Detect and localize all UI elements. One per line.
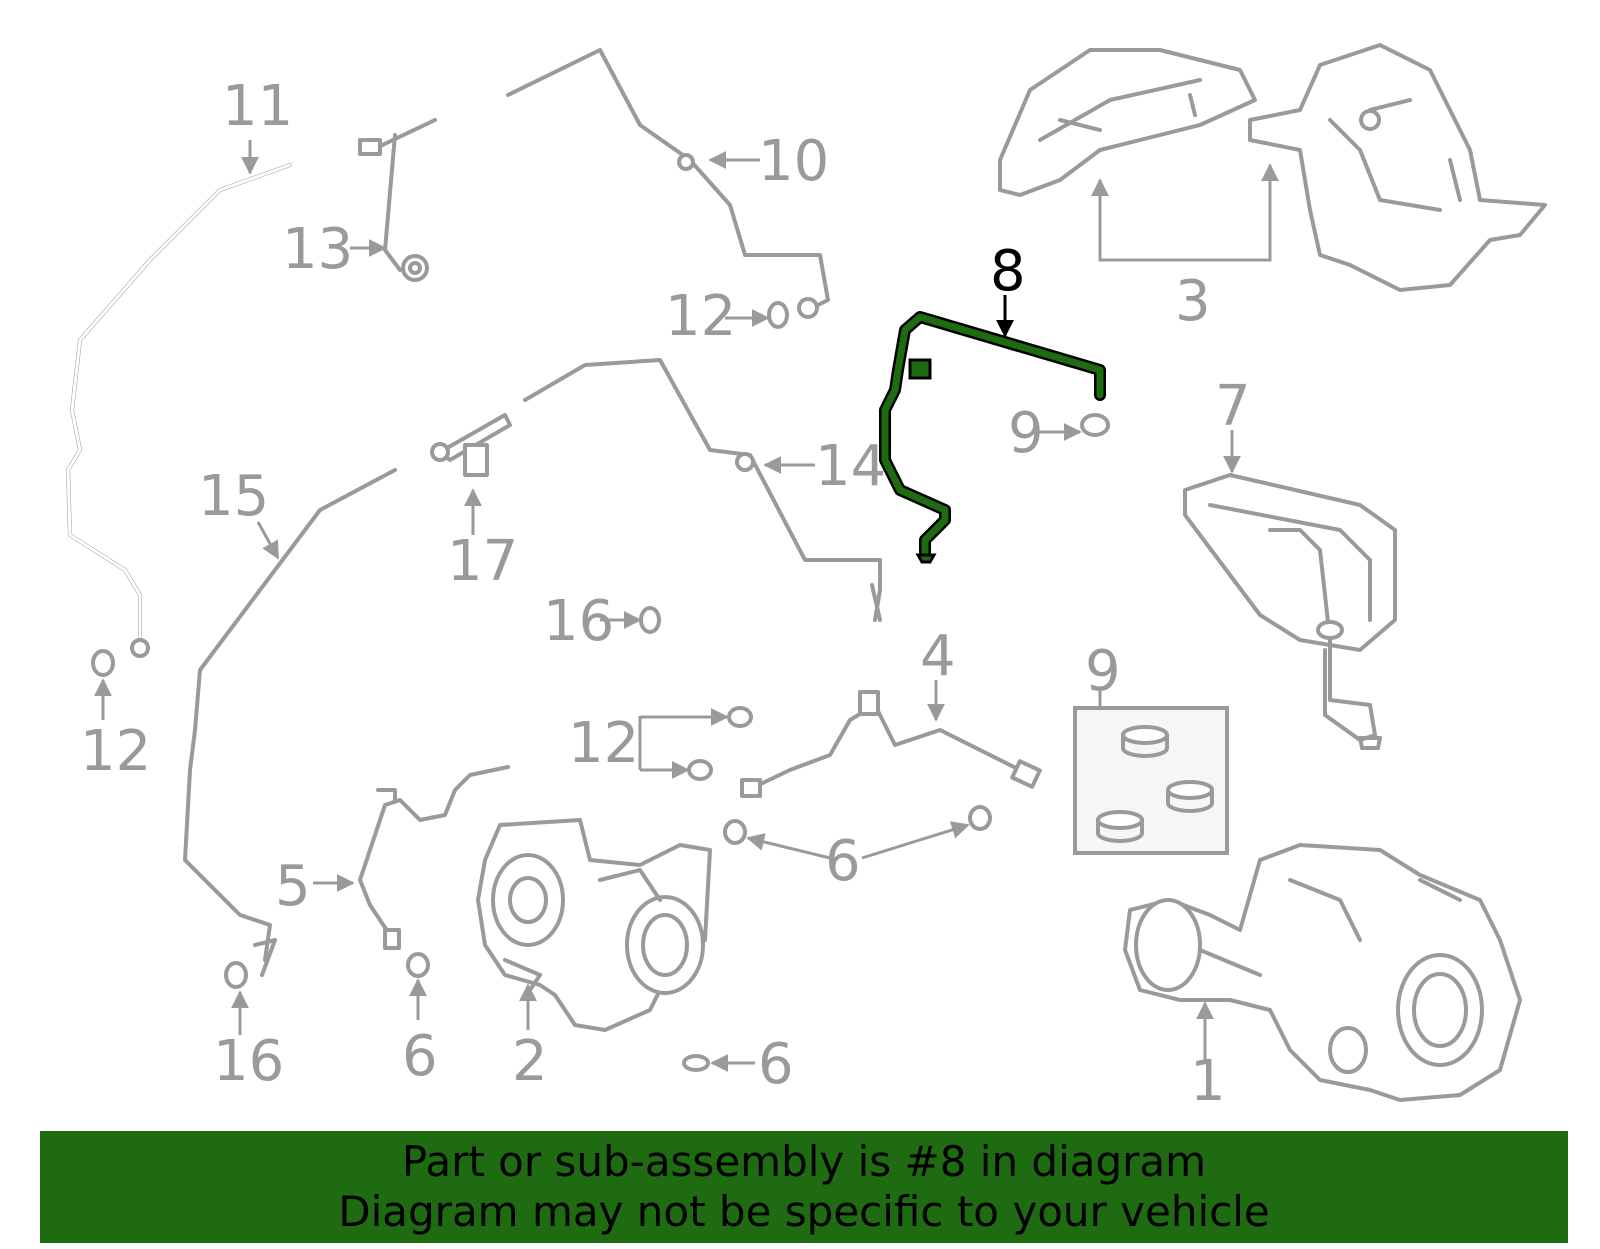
callout-16-center: 16: [543, 589, 614, 654]
part-16-oring-b: [224, 961, 248, 989]
part-6-ring-a: [723, 819, 747, 845]
part-1-throttle-body: [1123, 843, 1522, 1102]
part-16-oring-a: [639, 606, 661, 634]
part-17-tee: [430, 413, 512, 477]
part-6-ring-c: [406, 952, 430, 978]
part-12-fitting-b: [687, 759, 713, 781]
callout-3: 3: [1175, 269, 1211, 334]
callout-4: 4: [920, 624, 956, 689]
callout-11: 11: [222, 74, 293, 139]
callout-10: 10: [758, 129, 829, 194]
callout-17: 17: [447, 529, 518, 594]
banner-line-2: Diagram may not be specific to your vehi…: [338, 1187, 1270, 1236]
callout-12-top: 12: [665, 284, 736, 349]
callout-5: 5: [275, 854, 311, 919]
callout-6-center: 6: [825, 829, 861, 894]
callout-9-kit: 9: [1085, 639, 1121, 704]
part-9-ring: [1080, 413, 1110, 437]
part-3-heat-shield: [998, 43, 1547, 292]
callout-14: 14: [815, 434, 886, 499]
callout-7: 7: [1215, 374, 1251, 439]
part-6-ring-d: [682, 1054, 710, 1072]
part-4-hose: [740, 690, 1042, 798]
part-12-oring-top: [767, 301, 789, 329]
callout-6-left: 6: [402, 1024, 438, 1089]
callout-12-left: 12: [80, 719, 151, 784]
banner-line-1: Part or sub-assembly is #8 in diagram: [401, 1137, 1207, 1186]
info-banner: Part or sub-assembly is #8 in diagram Di…: [40, 1131, 1568, 1243]
callout-13: 13: [282, 217, 353, 282]
callout-6-bottom: 6: [758, 1032, 794, 1097]
part-7-shield: [1183, 473, 1397, 750]
part-15-tube: [183, 468, 397, 977]
callout-8: 8: [990, 239, 1026, 304]
part-13-fitting: [358, 118, 437, 282]
callout-9-small: 9: [1008, 401, 1044, 466]
part-10-tube: [506, 48, 830, 319]
callout-1: 1: [1190, 1049, 1226, 1114]
callout-16-bottom: 16: [213, 1029, 284, 1094]
part-6-ring-b: [968, 805, 992, 831]
part-8-tube-highlighted: [879, 311, 1106, 564]
part-9-kit-box: [1073, 706, 1229, 855]
callout-15: 15: [198, 464, 269, 529]
part-14-tube: [523, 358, 882, 622]
callout-2: 2: [512, 1029, 548, 1094]
part-12-fitting-a: [727, 706, 753, 728]
part-2-turbo: [476, 818, 712, 1032]
part-5-tube: [358, 765, 510, 950]
callout-12-center: 12: [568, 711, 639, 776]
part-11-tube: [66, 163, 292, 658]
part-12-oring-left: [91, 649, 115, 677]
